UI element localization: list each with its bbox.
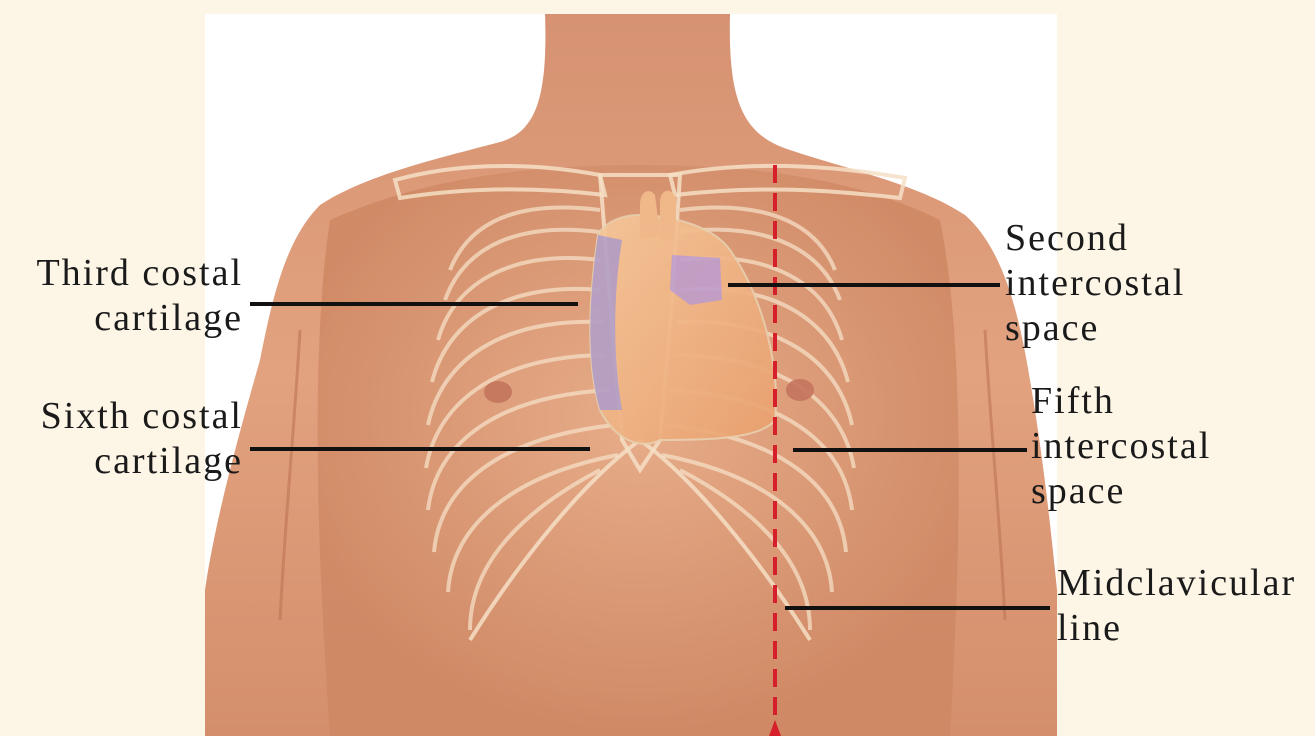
label-third-costal-cartilage: Third costal cartilage	[18, 251, 243, 341]
left-nipple	[484, 381, 512, 403]
label-sixth-costal-cartilage: Sixth costal cartilage	[18, 394, 243, 484]
label-second-intercostal-space: Second intercostal space	[1005, 216, 1305, 351]
right-nipple	[786, 379, 814, 401]
label-fifth-intercostal-space: Fifth intercostal space	[1031, 379, 1311, 514]
label-midclavicular-line: Midclavicular line	[1057, 561, 1312, 651]
